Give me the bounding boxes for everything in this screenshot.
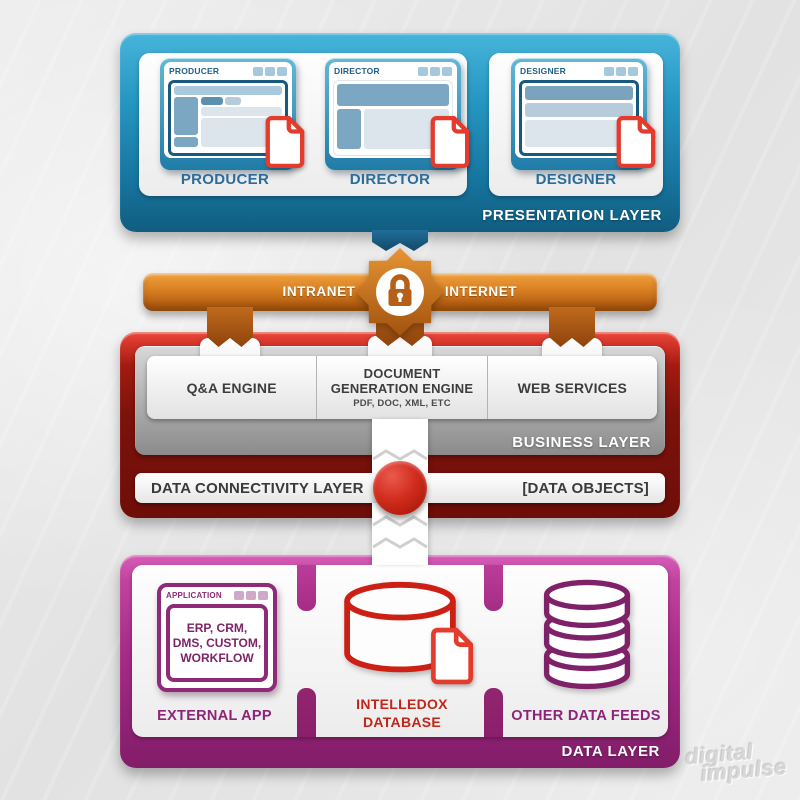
- producer-label: PRODUCER: [180, 171, 270, 188]
- intelledox-database-label: INTELLEDOX DATABASE: [356, 696, 448, 730]
- document-icon: [265, 115, 305, 169]
- lock-icon: [388, 274, 412, 306]
- watermark-line2: impulse: [699, 754, 789, 787]
- director-window-title: DIRECTOR: [334, 66, 380, 76]
- qa-engine-box: Q&A ENGINE: [147, 356, 316, 419]
- document-generation-engine-title: DOCUMENT GENERATION ENGINE: [330, 366, 474, 396]
- producer-window-icon: PRODUCER: [160, 58, 305, 170]
- security-lock-emblem: [356, 248, 444, 336]
- designer-label: DESIGNER: [535, 171, 617, 188]
- director-window-body: DIRECTOR: [329, 62, 470, 169]
- data-connectivity-layer-label: DATA CONNECTIVITY LAYER: [151, 479, 364, 497]
- document-icon: [430, 115, 470, 169]
- chevron-mark-icon: [372, 537, 428, 549]
- intranet-label: INTRANET: [282, 284, 356, 299]
- producer-window-body: PRODUCER: [164, 62, 305, 169]
- presentation-layer-label: PRESENTATION LAYER: [482, 207, 662, 224]
- web-services-title: WEB SERVICES: [517, 379, 628, 396]
- panel-divider: [484, 688, 503, 737]
- window-buttons-icon: [234, 590, 268, 600]
- application-titlebar: APPLICATION: [161, 587, 273, 603]
- chevron-mark-icon: [372, 515, 428, 527]
- watermark: digital impulse: [684, 739, 798, 787]
- chevron-mark-icon: [372, 449, 428, 461]
- presentation-panel-left: PRODUCER: [139, 53, 470, 196]
- network-chevron-connector-left: [207, 307, 253, 347]
- window-buttons-icon: [253, 66, 287, 76]
- business-layer-label: BUSINESS LAYER: [512, 434, 651, 451]
- data-layer-container: APPLICATION ERP, CRM, DMS, CUSTOM, WORKF…: [120, 555, 680, 768]
- data-objects-label: [DATA OBJECTS]: [522, 479, 649, 497]
- application-window-icon: APPLICATION ERP, CRM, DMS, CUSTOM, WORKF…: [157, 583, 277, 692]
- producer-window-title: PRODUCER: [169, 66, 220, 76]
- document-icon: [431, 627, 474, 685]
- web-services-box: WEB SERVICES: [486, 356, 657, 419]
- panel-divider: [297, 688, 316, 737]
- director-label: DIRECTOR: [349, 171, 431, 188]
- window-buttons-icon: [604, 66, 638, 76]
- panel-divider: [484, 565, 503, 611]
- data-object-circle: [373, 461, 427, 515]
- presentation-chevron-connector: [372, 230, 428, 251]
- designer-window-body: DESIGNER: [515, 62, 656, 169]
- presentation-layer-container: PRESENTATION LAYER PRODUCER: [120, 33, 680, 232]
- internet-label: INTERNET: [444, 284, 518, 299]
- qa-engine-title: Q&A ENGINE: [186, 379, 277, 396]
- document-generation-engine-subtitle: PDF, DOC, XML, ETC: [353, 398, 451, 409]
- data-layer-label: DATA LAYER: [561, 743, 660, 760]
- other-data-feeds-label: OTHER DATA FEEDS: [511, 708, 661, 724]
- data-feeds-stack-icon: [543, 579, 631, 690]
- application-window-text: ERP, CRM, DMS, CUSTOM, WORKFLOW: [166, 604, 268, 682]
- designer-window-title: DESIGNER: [520, 66, 566, 76]
- director-window-icon: DIRECTOR: [325, 58, 470, 170]
- designer-window-icon: DESIGNER: [511, 58, 656, 170]
- database-cylinder-icon: [344, 581, 456, 673]
- panel-divider: [297, 565, 316, 611]
- engine-row: Q&A ENGINE DOCUMENT GENERATION ENGINE PD…: [147, 356, 657, 419]
- window-buttons-icon: [418, 66, 452, 76]
- director-titlebar: DIRECTOR: [329, 62, 457, 80]
- presentation-panel-right: DESIGNER DESIGNER: [489, 53, 663, 196]
- application-window-title: APPLICATION: [166, 590, 222, 600]
- external-app-label: EXTERNAL APP: [157, 708, 272, 724]
- connector-band-lower: [372, 503, 428, 565]
- document-icon: [616, 115, 656, 169]
- network-chevron-connector-right: [549, 307, 595, 347]
- producer-titlebar: PRODUCER: [164, 62, 292, 80]
- director-screen: [333, 80, 453, 156]
- data-panel: APPLICATION ERP, CRM, DMS, CUSTOM, WORKF…: [132, 565, 668, 737]
- designer-titlebar: DESIGNER: [515, 62, 643, 80]
- document-generation-engine-box: DOCUMENT GENERATION ENGINE PDF, DOC, XML…: [316, 356, 486, 419]
